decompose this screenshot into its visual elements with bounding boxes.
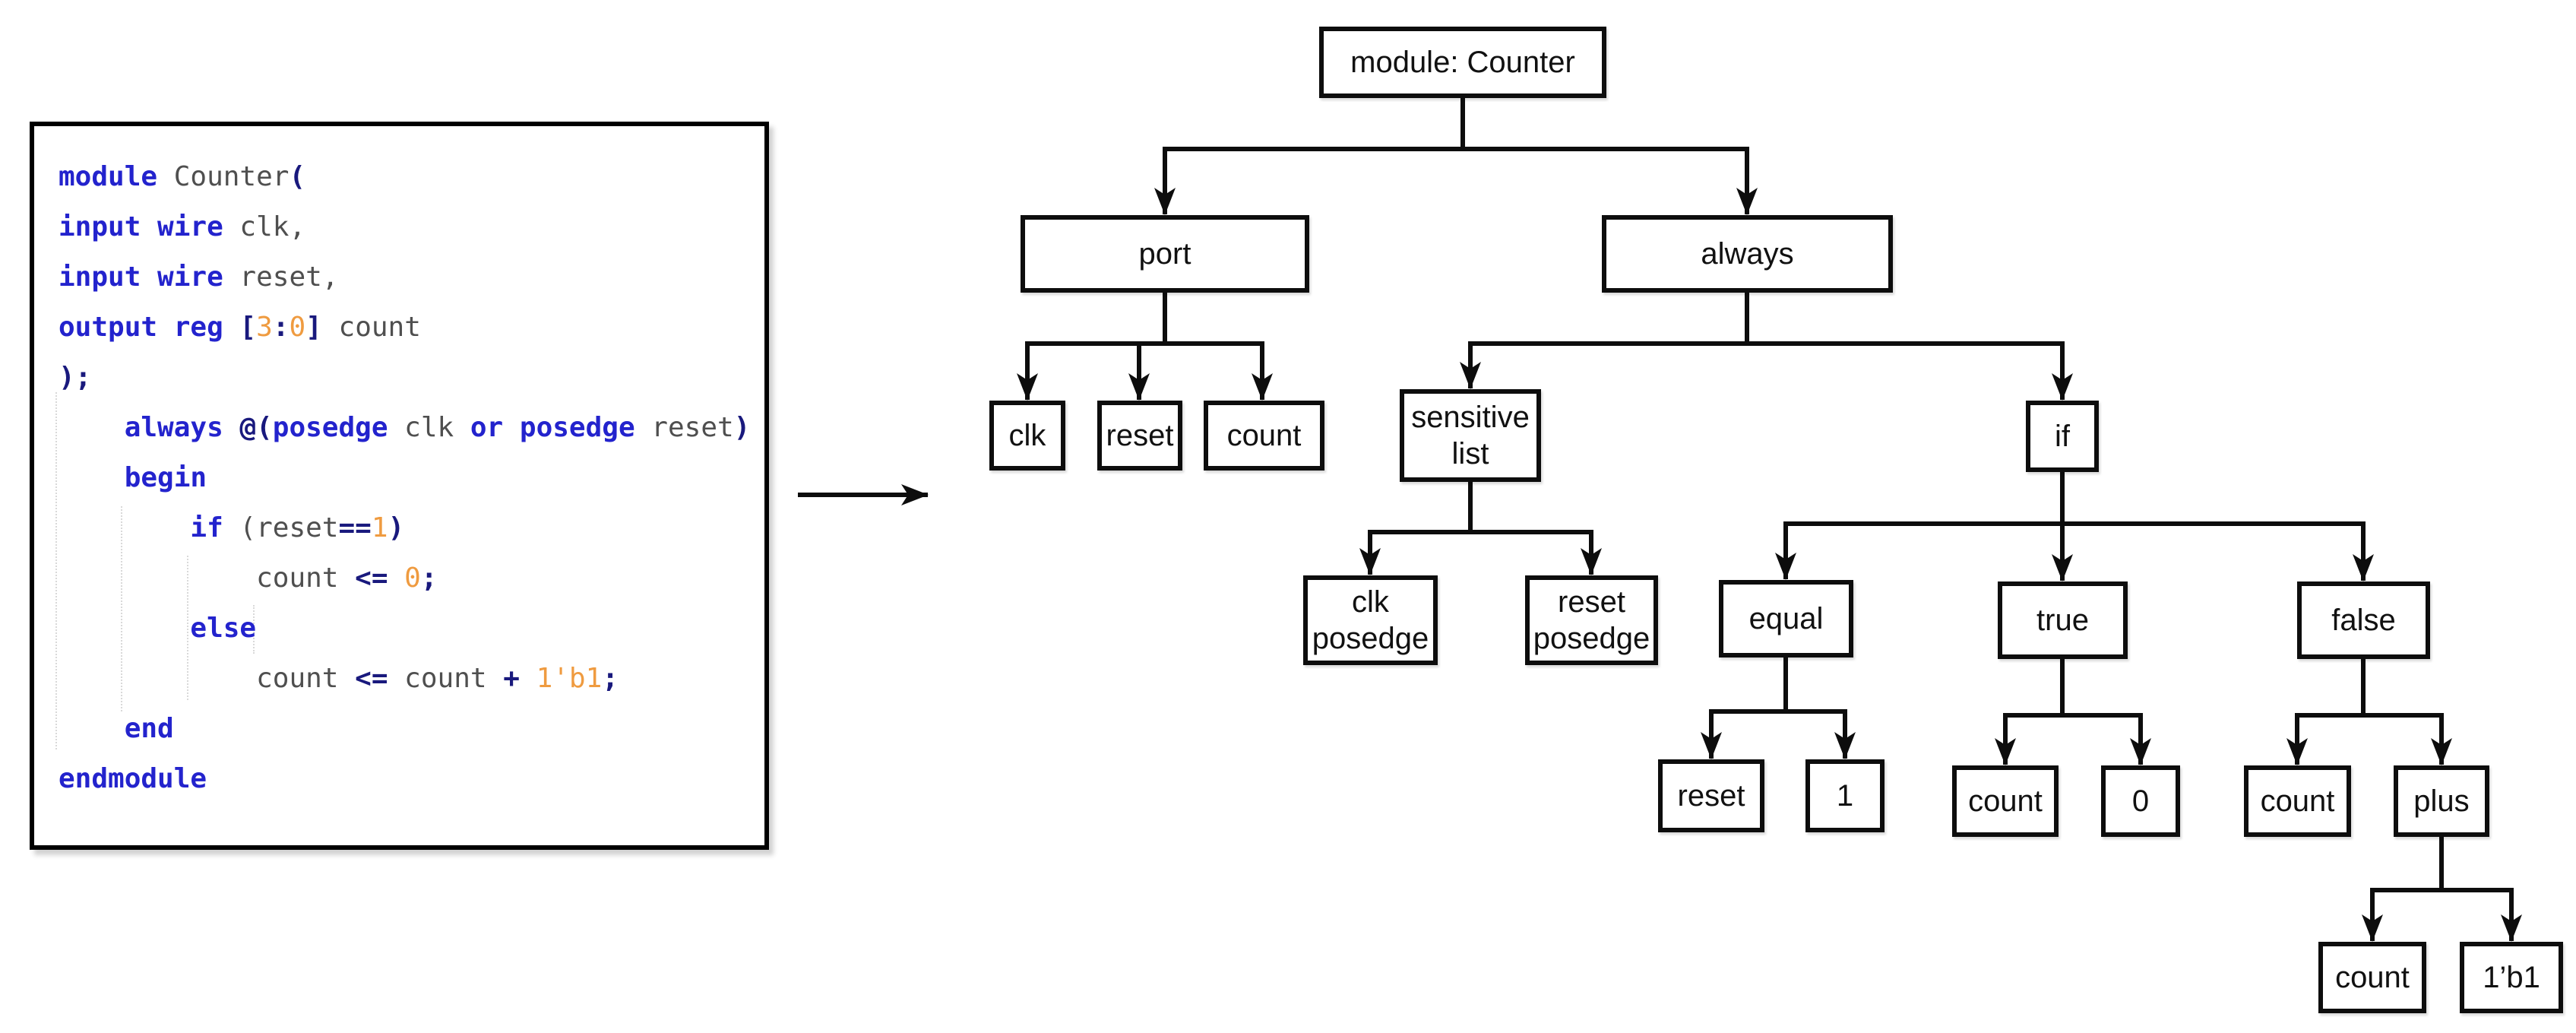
code-token-op: : (272, 312, 290, 343)
indent-guide (187, 556, 188, 700)
code-line: input wire reset, (59, 252, 750, 303)
code-token-kw: input wire (59, 211, 240, 242)
indent-guide (253, 605, 255, 654)
tree-node-clk-posedge: clk posedge (1303, 575, 1438, 665)
code-token-id: count (256, 562, 356, 594)
edges-from-plus (2362, 835, 2522, 942)
indent-guide (121, 506, 122, 711)
tree-node-reset-leaf: reset (1658, 759, 1764, 832)
code-line: count <= count + 1'b1; (59, 654, 750, 704)
tree-node-count-false: count (2244, 765, 2351, 837)
indent-guide (55, 392, 57, 749)
code-token-kw: module (59, 161, 174, 192)
tree-node-count-plus: count (2318, 942, 2426, 1013)
code-token-id: clk (404, 412, 470, 443)
code-token-kw: input wire (59, 261, 240, 293)
code-token-id: clk, (239, 211, 306, 242)
tree-node-reset-posedge: reset posedge (1525, 575, 1658, 665)
code-line: if (reset==1) (59, 503, 750, 553)
code-token-op: ; (420, 562, 438, 594)
code-token-id: (reset (239, 512, 339, 543)
tree-node-plus: plus (2394, 765, 2489, 837)
edges-from-true (1995, 657, 2151, 765)
code-token-op: ; (602, 663, 619, 694)
code-line: end (59, 704, 750, 754)
edges-from-equal (1701, 655, 1856, 759)
code-token-id: count (404, 663, 504, 694)
tree-node-reset: reset (1097, 401, 1182, 471)
code-line: endmodule (59, 754, 750, 804)
code-line: else (59, 604, 750, 654)
code-token-id: reset (651, 412, 734, 443)
code-line: output reg [3:0] count (59, 303, 750, 353)
code-token-kw: always (124, 412, 240, 443)
code-token-kw: posedge (519, 412, 652, 443)
code-token-num: 0 (289, 312, 306, 343)
code-token-op: ); (59, 362, 92, 393)
tree-node-if: if (2026, 401, 2099, 472)
code-token-kw: endmodule (59, 763, 207, 794)
tree-node-false: false (2297, 581, 2430, 659)
code-token-op: <= (355, 663, 405, 694)
code-token-kw: posedge (272, 412, 405, 443)
tree-node-sensitive-list: sensitive list (1400, 389, 1541, 482)
tree-node-always: always (1602, 215, 1893, 293)
verilog-code-panel: module Counter(input wire clk,input wire… (30, 122, 769, 850)
code-token-num: 3 (256, 312, 273, 343)
edges-from-if (1775, 470, 2374, 581)
code-token-op: + (503, 663, 536, 694)
code-line: input wire clk, (59, 202, 750, 252)
code-line: count <= 0; (59, 553, 750, 604)
tree-node-clk: clk (989, 401, 1065, 471)
code-token-kw: or (470, 412, 520, 443)
edges-from-false (2286, 657, 2452, 765)
edges-from-module (1154, 96, 1758, 215)
tree-node-module: module: Counter (1319, 27, 1606, 98)
code-token-kw: else (190, 613, 257, 644)
edges-from-sensitive-list (1359, 480, 1602, 575)
code-token-op: ] (305, 312, 322, 343)
tree-node-equal: equal (1719, 580, 1853, 658)
code-token-kw: end (124, 713, 174, 744)
tree-node-one: 1 (1805, 759, 1885, 832)
code-token-kw: output reg (59, 312, 240, 343)
tree-node-count-true: count (1952, 765, 2059, 837)
code-token-op: ( (289, 161, 306, 192)
code-token-kw: if (190, 512, 240, 543)
code-token-op: ) (388, 512, 405, 543)
code-token-num: 0 (404, 562, 421, 594)
code-token-op: ) (733, 412, 751, 443)
code-token-num: 1'b1 (536, 663, 603, 694)
tree-node-port: port (1021, 215, 1309, 293)
tree-node-true: true (1998, 581, 2128, 659)
code-token-id: count (256, 663, 356, 694)
code-token-kw: begin (124, 462, 207, 493)
tree-node-zero: 0 (2101, 765, 2180, 837)
code-line: ); (59, 353, 750, 403)
code-token-op: @( (239, 412, 273, 443)
code-line: always @(posedge clk or posedge reset) (59, 403, 751, 453)
code-line: module Counter( (59, 152, 750, 202)
edges-from-always (1460, 290, 2073, 401)
code-token-op: [ (239, 312, 257, 343)
code-line: begin (59, 453, 750, 503)
code-token-op: <= (355, 562, 405, 594)
code-token-id: Counter (173, 161, 290, 192)
code-token-id: count (321, 312, 421, 343)
code-token-op: == (338, 512, 372, 543)
tree-node-count-port: count (1204, 401, 1324, 471)
code-token-id: reset, (239, 261, 339, 293)
edges-from-port (1017, 290, 1273, 401)
code-token-num: 1 (371, 512, 388, 543)
code-lines: module Counter(input wire clk,input wire… (59, 152, 750, 804)
tree-node-onebit: 1’b1 (2460, 942, 2563, 1013)
